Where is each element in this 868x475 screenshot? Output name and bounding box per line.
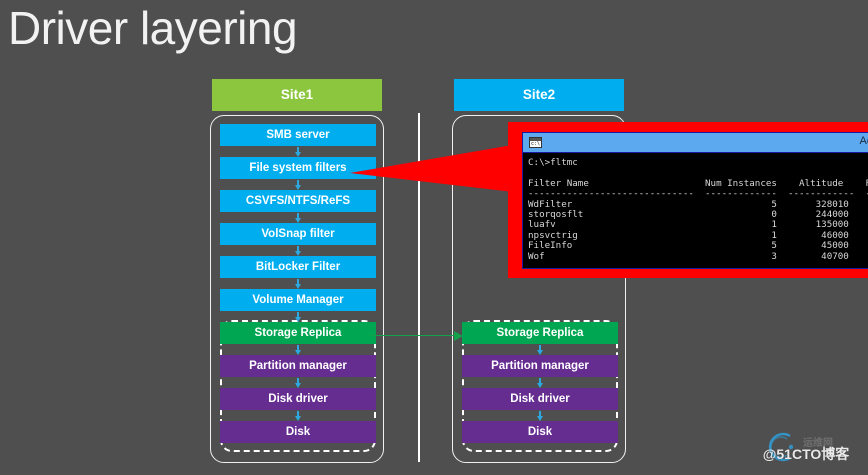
site2-node-disk: Disk <box>462 421 618 443</box>
site1-node-partition-manager: Partition manager <box>220 355 376 377</box>
terminal-line-8: FileInfo 5 45000 0 <box>528 240 868 252</box>
arrow-shaft <box>539 344 541 351</box>
site1-flow-arrow-4 <box>293 245 302 256</box>
site1-node-disk: Disk <box>220 421 376 443</box>
site1-flow-arrow-9 <box>293 410 302 421</box>
site1-flow-arrow-7 <box>293 344 302 355</box>
site1-node-volsnap-filter: VolSnap filter <box>220 223 376 245</box>
arrow-shaft <box>297 410 299 417</box>
storage-replica-arrow <box>370 330 464 341</box>
arrow-head <box>294 250 301 256</box>
arrow-shaft <box>297 212 299 219</box>
site1-node-storage-replica: Storage Replica <box>220 322 376 344</box>
terminal-callout-frame: c:\ Ad C:\>fltmc Filter Name Num Instanc… <box>508 122 868 278</box>
watermark-logo-icon <box>768 432 794 462</box>
site2-header-label: Site2 <box>454 79 624 111</box>
arrow-shaft <box>370 334 456 337</box>
arrow-head <box>294 217 301 223</box>
site1-node-smb-server: SMB server <box>220 124 376 146</box>
terminal-titlebar[interactable]: c:\ Ad <box>523 133 868 153</box>
terminal-title-text: Ad <box>859 135 868 147</box>
page-title: Driver layering <box>8 2 298 54</box>
terminal-line-0: C:\>fltmc <box>528 157 578 168</box>
arrow-shaft <box>297 344 299 351</box>
terminal-line-10 <box>528 262 868 268</box>
site1-flow-arrow-8 <box>293 377 302 388</box>
site-divider-line <box>418 113 421 462</box>
arrow-shaft <box>297 179 299 186</box>
site1-flow-arrow-1 <box>293 146 302 157</box>
site1-node-file-system-filters: File system filters <box>220 157 376 179</box>
arrow-head <box>536 415 543 421</box>
command-prompt-window[interactable]: c:\ Ad C:\>fltmc Filter Name Num Instanc… <box>522 132 868 269</box>
site1-node-disk-driver: Disk driver <box>220 388 376 410</box>
arrow-head <box>536 349 543 355</box>
arrow-head <box>536 382 543 388</box>
terminal-line-7: npsvctrig 1 46000 0 <box>528 229 868 241</box>
arrow-head <box>294 382 301 388</box>
arrow-shaft <box>297 245 299 252</box>
arrow-shaft <box>539 410 541 417</box>
arrow-shaft <box>297 278 299 285</box>
terminal-line-5: storqosflt 0 244000 0 <box>528 209 868 221</box>
site2-node-storage-replica: Storage Replica <box>462 322 618 344</box>
site1-flow-arrow-2 <box>293 179 302 190</box>
arrow-head <box>294 184 301 190</box>
arrow-head <box>294 283 301 289</box>
terminal-line-6: luafv 1 135000 0 <box>528 219 868 231</box>
cmd-console-icon: c:\ <box>529 137 542 148</box>
site2-flow-arrow-1 <box>535 344 544 355</box>
arrow-shaft <box>297 377 299 384</box>
site1-header-label: Site1 <box>212 79 382 111</box>
site2-node-disk-driver: Disk driver <box>462 388 618 410</box>
arrow-shaft <box>297 146 299 153</box>
site1-flow-arrow-6 <box>293 311 302 322</box>
site1-node-bitlocker-filter: BitLocker Filter <box>220 256 376 278</box>
terminal-output: C:\>fltmc Filter Name Num Instances Alti… <box>523 153 868 268</box>
site2-flow-arrow-2 <box>535 377 544 388</box>
red-callout-wedge <box>350 142 530 194</box>
site1-column: Site1 <box>212 79 382 111</box>
icon-prompt-glyph: c:\ <box>531 141 541 147</box>
watermark: 运维网 @51CTO博客 <box>748 432 864 472</box>
watermark-subtext: 运维网 <box>803 438 833 449</box>
terminal-line-9: Wof 3 40700 0 <box>528 250 868 262</box>
arrow-head <box>294 151 301 157</box>
arrow-head <box>454 330 463 341</box>
arrow-head <box>294 415 301 421</box>
icon-titlebar-strip <box>530 138 541 141</box>
watermark-text: @51CTO博客 <box>762 446 850 462</box>
arrow-shaft <box>297 311 299 318</box>
site2-flow-arrow-3 <box>535 410 544 421</box>
site2-dashed-group <box>462 320 618 452</box>
site2-node-partition-manager: Partition manager <box>462 355 618 377</box>
site1-node-volume-manager: Volume Manager <box>220 289 376 311</box>
terminal-line-3: ------------------------------ ---------… <box>528 188 868 200</box>
arrow-head <box>294 349 301 355</box>
site1-flow-arrow-5 <box>293 278 302 289</box>
arrow-head <box>294 316 301 322</box>
site1-node-csvfs-ntfs-refs: CSVFS/NTFS/ReFS <box>220 190 376 212</box>
terminal-line-2: Filter Name Num Instances Altitude Frame <box>528 177 868 189</box>
site2-column: Site2 <box>454 79 624 111</box>
arrow-shaft <box>539 377 541 384</box>
terminal-line-4: WdFilter 5 328010 0 <box>528 198 868 210</box>
site1-flow-arrow-3 <box>293 212 302 223</box>
